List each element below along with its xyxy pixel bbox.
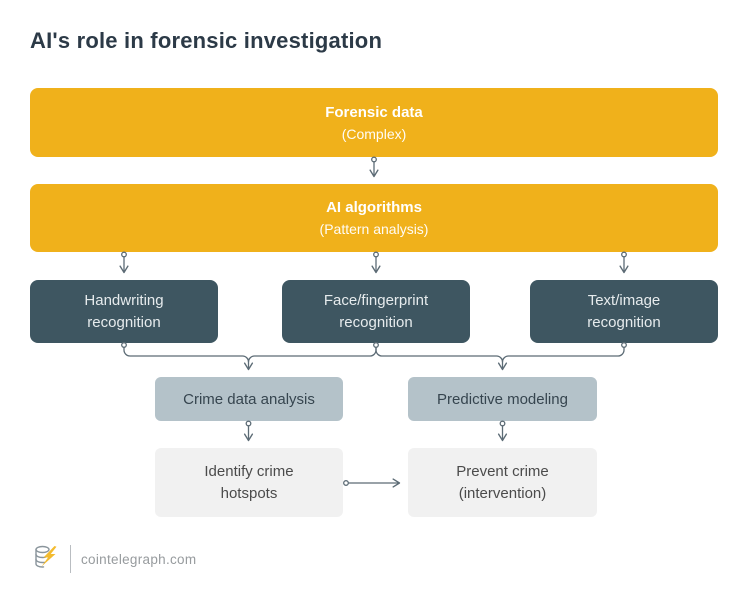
node-ai-algorithms: AI algorithms (Pattern analysis) xyxy=(30,184,718,252)
cointelegraph-logo-icon xyxy=(33,543,60,576)
text-image-recognition-label: Text/image recognition xyxy=(587,291,661,331)
footer-divider xyxy=(70,545,71,573)
forensic-data-subtitle: (Complex) xyxy=(341,125,407,142)
node-prevent-crime: Prevent crime (intervention) xyxy=(408,448,597,517)
node-text-image-recognition: Text/image recognition xyxy=(530,280,718,343)
page-title: AI's role in forensic investigation xyxy=(30,28,383,53)
footer: cointelegraph.com xyxy=(33,543,196,575)
crime-data-analysis-label: Crime data analysis xyxy=(183,390,315,408)
node-forensic-data: Forensic data (Complex) xyxy=(30,88,718,157)
prevent-crime-label: Prevent crime (intervention) xyxy=(456,462,549,502)
node-predictive-modeling: Predictive modeling xyxy=(408,377,597,421)
forensic-data-title: Forensic data xyxy=(325,103,423,121)
footer-site-label: cointelegraph.com xyxy=(81,551,197,567)
ai-algorithms-title: AI algorithms xyxy=(326,199,422,216)
ai-algorithms-subtitle: (Pattern analysis) xyxy=(319,221,429,237)
handwriting-recognition-label: Handwriting recognition xyxy=(84,291,164,331)
face-fingerprint-recognition-label: Face/fingerprint recognition xyxy=(323,291,429,331)
identify-crime-hotspots-label: Identify crime hotspots xyxy=(204,462,294,502)
predictive-modeling-label: Predictive modeling xyxy=(437,390,568,408)
node-crime-data-analysis: Crime data analysis xyxy=(155,377,343,421)
node-face-fingerprint-recognition: Face/fingerprint recognition xyxy=(282,280,470,343)
node-handwriting-recognition: Handwriting recognition xyxy=(30,280,218,343)
node-identify-crime-hotspots: Identify crime hotspots xyxy=(155,448,343,517)
